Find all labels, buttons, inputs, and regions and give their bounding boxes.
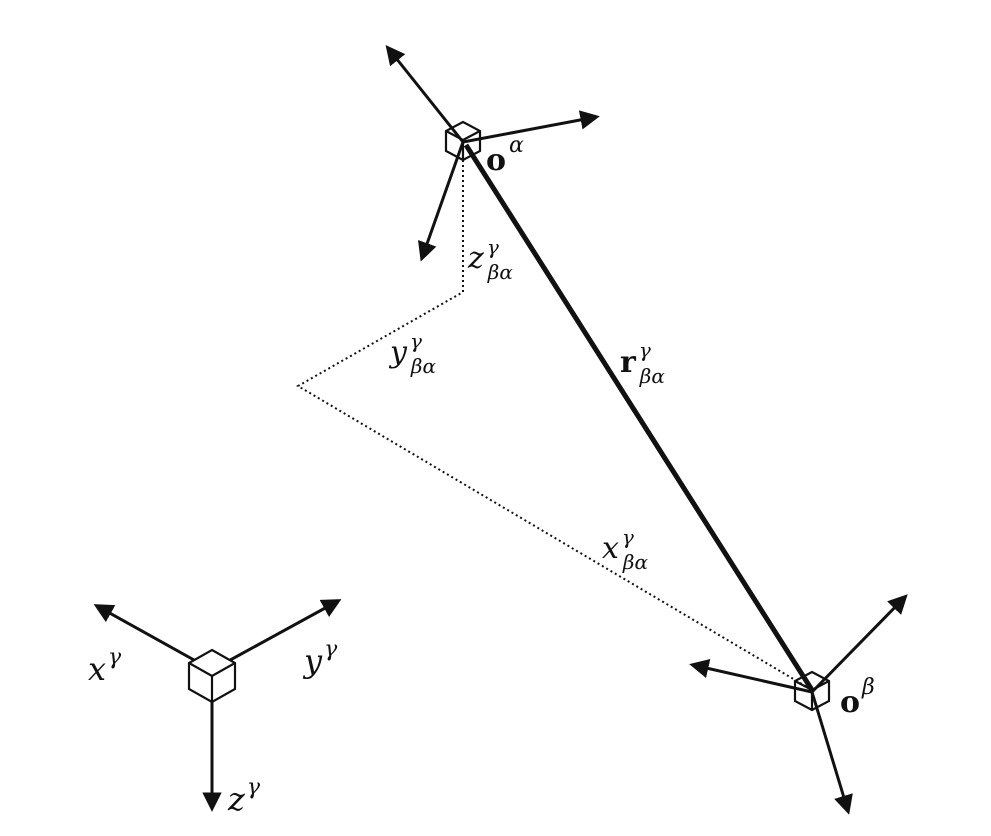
frame-alpha-axis-2: [462, 110, 600, 144]
position-vector-r: [463, 143, 815, 692]
component-path-dotted: [296, 150, 813, 691]
frame-alpha-axis-1: [385, 44, 465, 143]
label-origin-beta: oβ: [840, 675, 875, 720]
frame-alpha-axis-3: [418, 141, 465, 262]
label-ref-y: yγ: [302, 637, 338, 680]
frame-gamma-cube-icon: [187, 648, 237, 704]
frame-gamma-y-axis: [211, 599, 342, 672]
frame-gamma-x-axis: [93, 604, 213, 672]
frame-alpha: [385, 44, 600, 262]
frame-beta-axis-1: [689, 658, 813, 694]
label-ref-z: zγ: [227, 775, 261, 818]
label-ref-x: xγ: [88, 645, 122, 688]
frame-beta: [689, 594, 908, 815]
frame-beta-axis-2: [810, 594, 908, 694]
frame-gamma: [93, 599, 342, 812]
frame-alpha-cube-icon: [444, 120, 482, 162]
frame-beta-axis-3: [810, 691, 853, 815]
frame-beta-cube-icon: [793, 670, 831, 712]
